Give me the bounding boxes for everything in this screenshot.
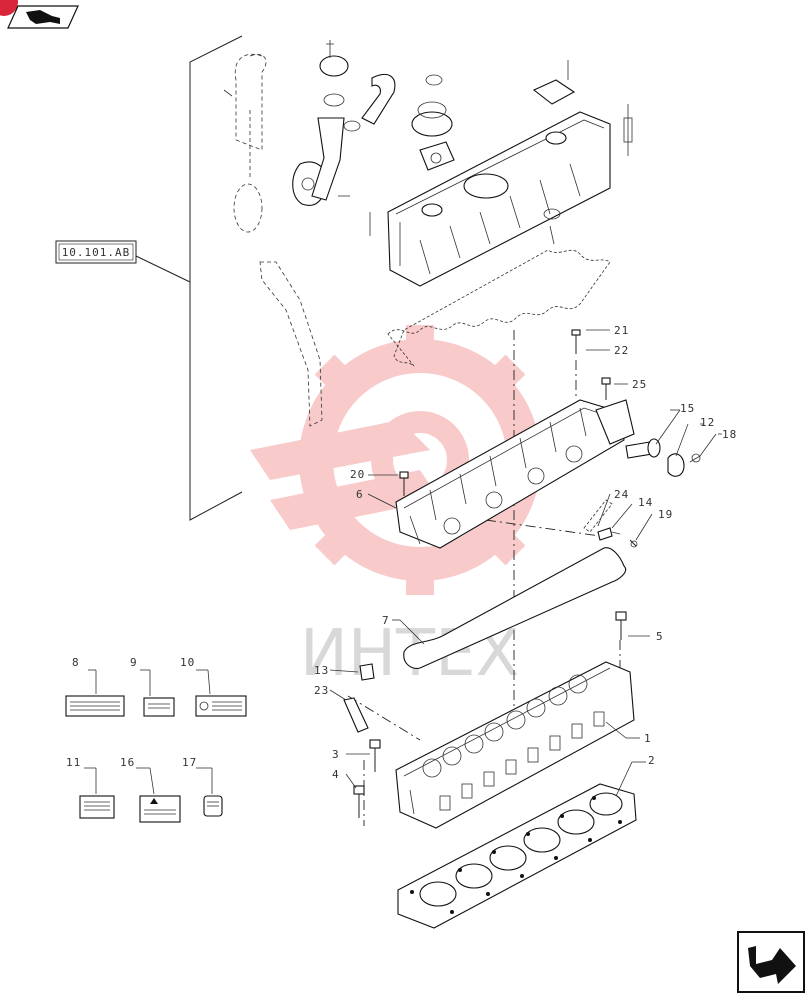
callout-numbers: 1 2 3 4 5 6 7 8 9 10 11 16 17 12 13 14 1… — [66, 324, 737, 781]
callout-25[interactable]: 25 — [632, 378, 647, 391]
rocker-cover — [369, 60, 633, 287]
callout-2[interactable]: 2 — [648, 754, 656, 767]
leader-lines — [84, 329, 722, 797]
head-gasket — [397, 783, 637, 929]
bolts-upper — [399, 329, 611, 496]
callout-20[interactable]: 20 — [350, 468, 365, 481]
callout-16[interactable]: 16 — [120, 756, 135, 769]
callout-15[interactable]: 15 — [680, 402, 695, 415]
callout-19[interactable]: 19 — [658, 508, 673, 521]
cylinder-head — [395, 661, 635, 829]
callout-22[interactable]: 22 — [614, 344, 629, 357]
callout-10[interactable]: 10 — [180, 656, 195, 669]
valve-cover-gasket — [403, 547, 627, 669]
callout-11[interactable]: 11 — [66, 756, 81, 769]
plug-and-stud — [343, 663, 375, 733]
callout-18[interactable]: 18 — [722, 428, 737, 441]
bolt-5 — [615, 611, 627, 640]
right-fittings — [625, 438, 701, 477]
callout-1[interactable]: 1 — [644, 732, 652, 745]
callout-12[interactable]: 12 — [700, 416, 715, 429]
callout-14[interactable]: 14 — [638, 496, 653, 509]
callout-9[interactable]: 9 — [130, 656, 138, 669]
reference-box-label: 10.101.AB — [62, 246, 131, 259]
callout-4[interactable]: 4 — [332, 768, 340, 781]
middle-housing — [395, 399, 635, 549]
corner-badge — [0, 0, 18, 16]
callout-6[interactable]: 6 — [356, 488, 364, 501]
callout-24[interactable]: 24 — [614, 488, 629, 501]
rocker-cover-gasket — [387, 249, 611, 367]
head-bolts — [353, 739, 381, 818]
reference-box[interactable]: 10.101.AB — [55, 240, 137, 264]
callout-17[interactable]: 17 — [182, 756, 197, 769]
callout-3[interactable]: 3 — [332, 748, 340, 761]
callout-21[interactable]: 21 — [614, 324, 629, 337]
center-axes — [347, 330, 621, 826]
breather-assembly — [223, 40, 396, 427]
callout-13[interactable]: 13 — [314, 664, 329, 677]
callout-8[interactable]: 8 — [72, 656, 80, 669]
group-bracket — [135, 35, 243, 521]
callout-23[interactable]: 23 — [314, 684, 329, 697]
decal-labels — [65, 695, 247, 823]
callout-5[interactable]: 5 — [656, 630, 664, 643]
callout-7[interactable]: 7 — [382, 614, 390, 627]
top-nav-group[interactable] — [0, 0, 79, 29]
sensor-parts — [583, 499, 638, 548]
next-page-arrow-icon[interactable] — [737, 931, 805, 993]
